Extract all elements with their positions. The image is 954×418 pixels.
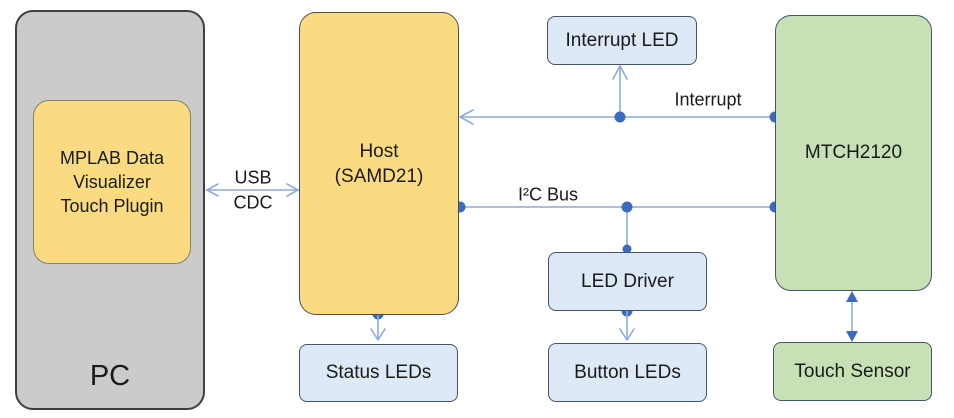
node-host-samd21: Host (SAMD21) bbox=[299, 12, 459, 315]
connector-usb-cdc bbox=[206, 183, 299, 197]
edge-label-cdc: CDC bbox=[233, 192, 273, 213]
node-mplab-data-visualizer-touch-plugin: MPLAB Data Visualizer Touch Plugin bbox=[33, 100, 191, 264]
host-label-line1: Host bbox=[359, 140, 399, 162]
mplab-label-line3: Touch Plugin bbox=[60, 196, 164, 216]
connector-mtch-touch-sensor bbox=[846, 291, 858, 342]
node-interrupt-led: Interrupt LED bbox=[547, 16, 697, 65]
mtch2120-label: MTCH2120 bbox=[804, 142, 903, 164]
pc-label: PC bbox=[89, 359, 131, 392]
node-led-driver: LED Driver bbox=[548, 252, 707, 311]
led-driver-label: LED Driver bbox=[581, 270, 674, 292]
node-touch-sensor: Touch Sensor bbox=[773, 342, 932, 401]
status-leds-label: Status LEDs bbox=[325, 362, 432, 384]
mplab-label-line1: MPLAB Data bbox=[59, 148, 165, 168]
interrupt-led-label: Interrupt LED bbox=[565, 29, 679, 51]
node-status-leds: Status LEDs bbox=[299, 344, 458, 402]
edge-label-i2c-bus: I²C Bus bbox=[517, 184, 579, 205]
host-label-line2: (SAMD21) bbox=[334, 165, 424, 187]
node-mtch2120: MTCH2120 bbox=[775, 15, 932, 291]
button-leds-label: Button LEDs bbox=[574, 361, 681, 383]
edge-label-interrupt: Interrupt bbox=[674, 89, 742, 110]
touch-sensor-label: Touch Sensor bbox=[794, 360, 911, 382]
connector-i2c-bus bbox=[454, 201, 781, 254]
node-button-leds: Button LEDs bbox=[548, 343, 707, 402]
mplab-label-line2: Visualizer bbox=[73, 172, 151, 192]
edge-label-usb: USB bbox=[234, 167, 272, 188]
